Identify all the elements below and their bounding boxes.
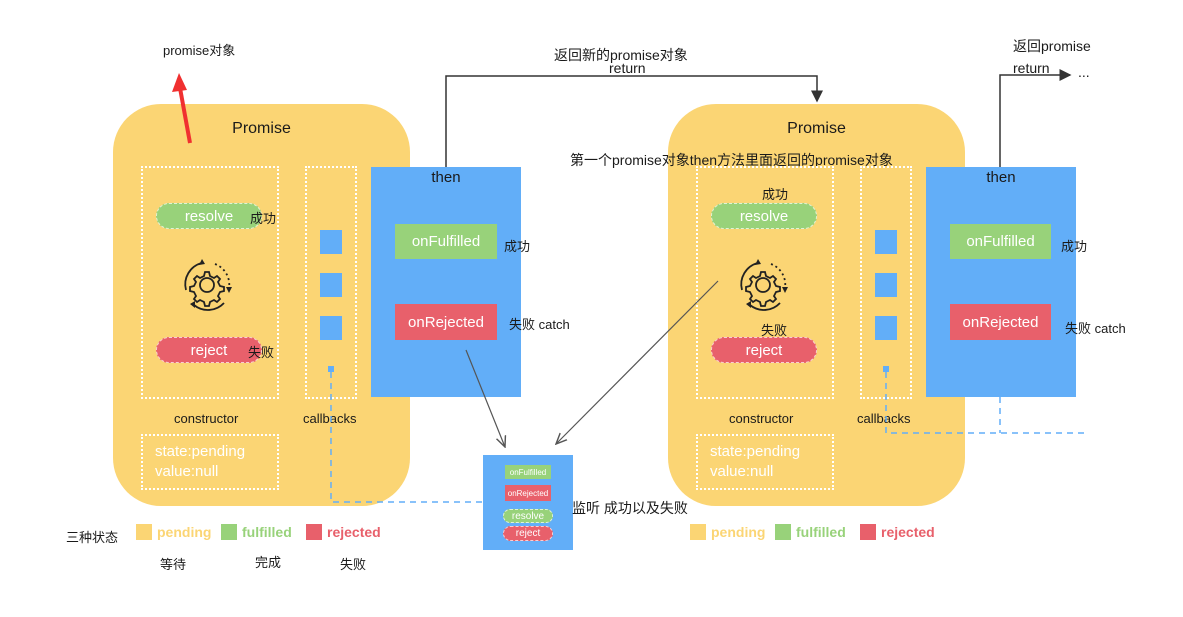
legend-left-rejected-swatch <box>306 524 322 540</box>
gear-cycle-icon <box>740 259 788 311</box>
on-rejected-right: onRejected <box>950 304 1051 340</box>
reject-left-pill: reject <box>156 337 262 363</box>
callback-left-slot-1 <box>320 230 342 254</box>
ellipsis-label: ... <box>1078 64 1090 80</box>
callback-right-slot-2 <box>875 273 897 297</box>
promise-right-title: Promise <box>787 120 846 137</box>
listener-on-fulfilled: onFulfilled <box>505 465 551 479</box>
listener-on-rejected: onRejected <box>505 485 551 501</box>
promise-object-label: promise对象 <box>163 43 236 58</box>
then-left-title: then <box>431 169 461 186</box>
return-label-2: return <box>1013 60 1050 76</box>
value-left-line: value:null <box>155 463 219 480</box>
legend-right-fulfilled-swatch <box>775 524 791 540</box>
reject-right-pill: reject <box>711 337 817 363</box>
on-fulfilled-right: onFulfilled <box>950 224 1051 259</box>
resolve-right-pill: resolve <box>711 203 817 229</box>
on-fulfilled-right-note: 成功 <box>1061 239 1088 254</box>
constructor-left-frame <box>141 166 279 399</box>
callback-left-slot-3 <box>320 316 342 340</box>
state-right-line: state:pending <box>710 443 801 460</box>
legend-right-rejected-label: rejected <box>881 524 935 540</box>
return-new-promise-label: 返回新的promise对象 <box>554 47 688 63</box>
legend-left-fulfilled-meaning: 完成 <box>255 555 282 570</box>
legend-right-pending-label: pending <box>711 524 766 540</box>
callback-left-slot-2 <box>320 273 342 297</box>
legend-left-rejected-label: rejected <box>327 524 381 540</box>
on-rejected-left-note: 失败 catch <box>509 317 570 332</box>
legend-right-pending-swatch <box>690 524 706 540</box>
listener-reject: reject <box>503 526 553 541</box>
legend-left-pending-swatch <box>136 524 152 540</box>
return-promise-label: 返回promise <box>1013 38 1091 54</box>
legend-right-fulfilled-label: fulfilled <box>796 524 846 540</box>
constructor-right-label: constructor <box>729 411 794 426</box>
return-label-1: return <box>609 60 646 76</box>
listener-resolve: resolve <box>503 509 553 523</box>
callback-right-anchor <box>883 366 889 372</box>
listener-note: 监听 成功以及失败 <box>572 500 688 516</box>
legend-left-pending-meaning: 等待 <box>160 557 187 572</box>
then-right-box: then <box>926 167 1076 397</box>
state-right-frame <box>696 434 834 490</box>
value-right-line: value:null <box>710 463 774 480</box>
reject-right-note: 失败 <box>761 323 788 338</box>
return-connector-2 <box>999 69 1072 167</box>
on-rejected-left: onRejected <box>395 304 497 340</box>
resolve-left-note: 成功 <box>250 211 277 226</box>
state-left-frame <box>141 434 279 490</box>
on-fulfilled-left-note: 成功 <box>504 239 531 254</box>
resolve-right-note: 成功 <box>762 187 789 202</box>
callbacks-right-label: callbacks <box>857 411 911 426</box>
callback-right-slot-1 <box>875 230 897 254</box>
on-rejected-right-note: 失败 catch <box>1065 321 1126 336</box>
legend-left-fulfilled-label: fulfilled <box>242 524 292 540</box>
reject-left-note: 失败 <box>248 345 275 360</box>
callback-left-anchor <box>328 366 334 372</box>
then-right-title: then <box>986 169 1016 186</box>
constructor-left-label: constructor <box>174 411 239 426</box>
callback-right-slot-3 <box>875 316 897 340</box>
promise-left-title: Promise <box>232 120 291 137</box>
on-fulfilled-left: onFulfilled <box>395 224 497 259</box>
legend-left-rejected-meaning: 失败 <box>340 557 367 572</box>
state-left-line: state:pending <box>155 443 246 460</box>
legend-left-title: 三种状态 <box>66 530 119 545</box>
legend-left-fulfilled-swatch <box>221 524 237 540</box>
legend-left-pending-label: pending <box>157 524 212 540</box>
callbacks-left-label: callbacks <box>303 411 357 426</box>
legend-right-rejected-swatch <box>860 524 876 540</box>
then-left-box: then <box>371 167 521 397</box>
gear-cycle-icon <box>184 259 232 311</box>
resolve-left-pill: resolve <box>156 203 262 229</box>
